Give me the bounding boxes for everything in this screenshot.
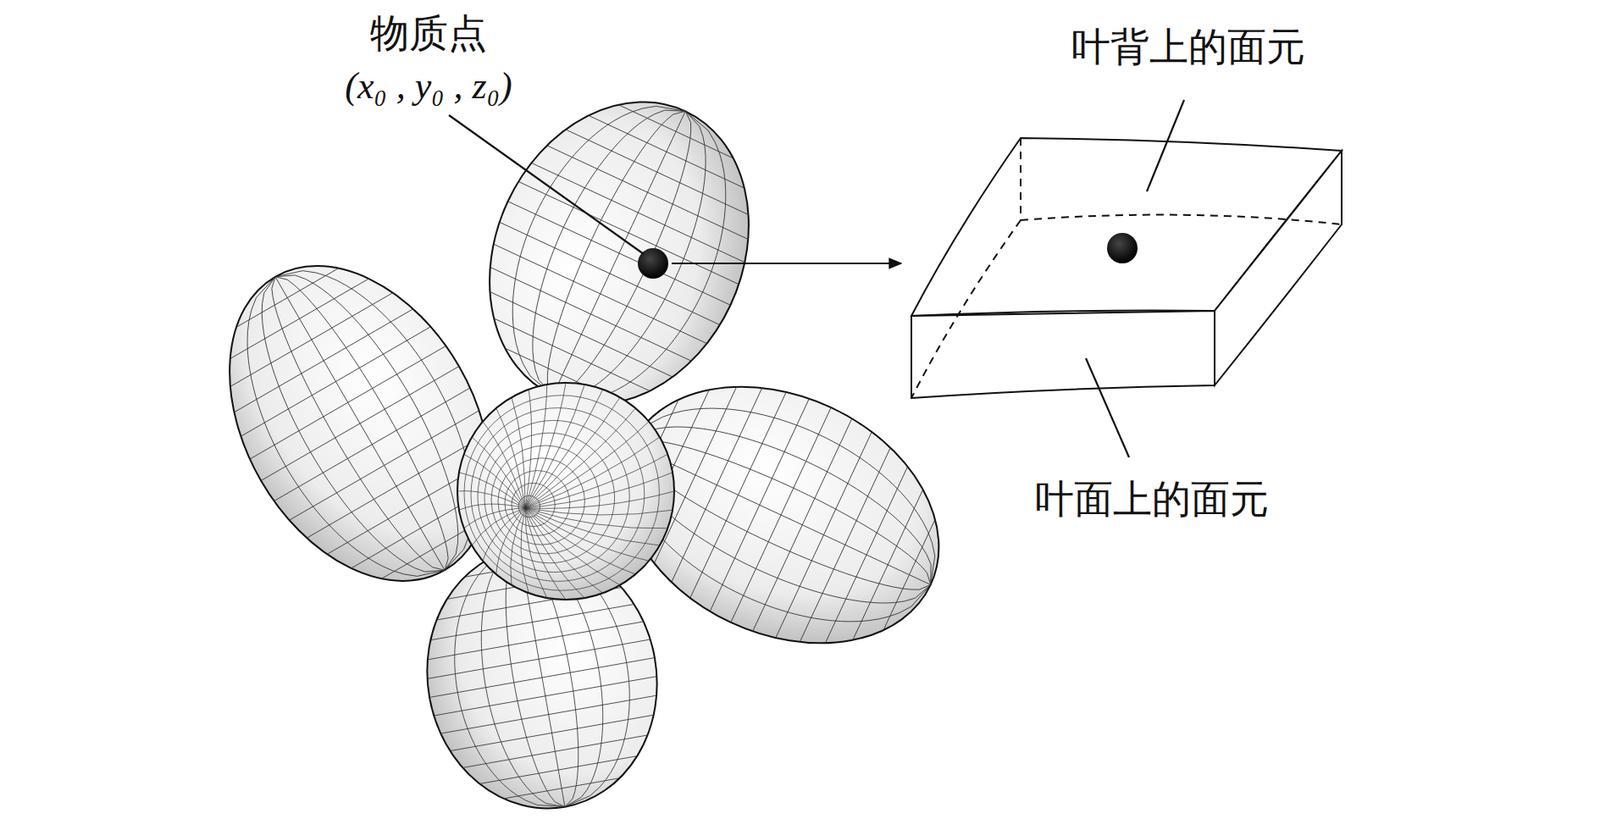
face-surface-label: 叶面上的面元 bbox=[1035, 478, 1269, 522]
leader-line bbox=[1146, 99, 1185, 192]
leader-line bbox=[448, 115, 644, 255]
propeller-hub bbox=[457, 382, 675, 600]
coordinate-label: (x₀ , y₀ , z₀) bbox=[344, 66, 512, 107]
point-label: 物质点 bbox=[370, 12, 488, 56]
material-point-dot bbox=[1107, 232, 1138, 264]
leader-line bbox=[1085, 358, 1130, 458]
propeller-blades bbox=[176, 59, 981, 827]
pointer-arrow bbox=[671, 262, 902, 265]
back-surface-label: 叶背上的面元 bbox=[1071, 26, 1306, 70]
surface-element-block bbox=[911, 138, 1342, 399]
